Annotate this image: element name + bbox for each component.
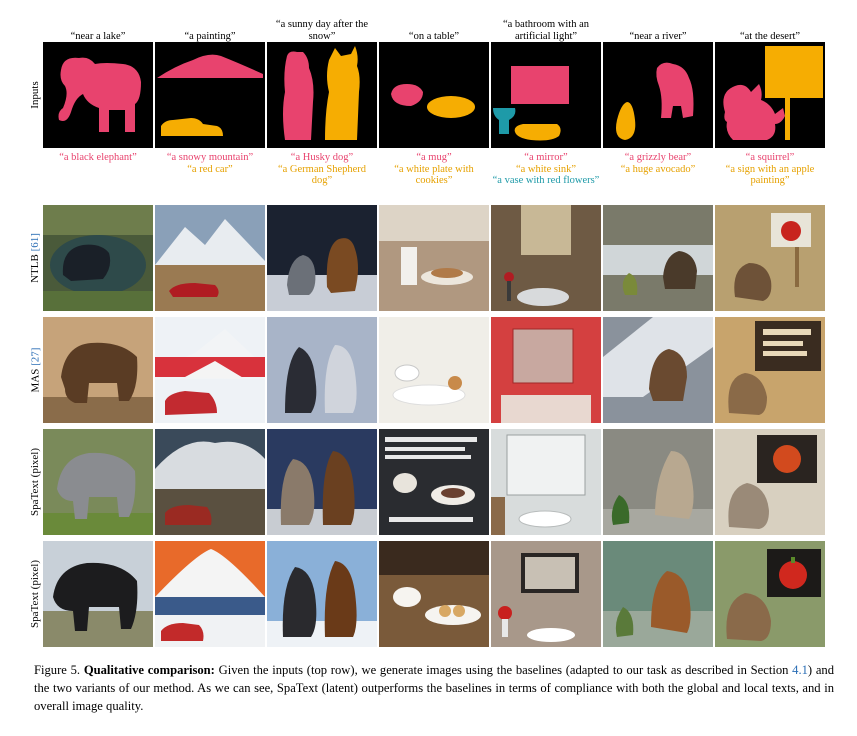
- column-title-3: “a sunny day after the snow”: [275, 19, 369, 42]
- local-prompt: “a red car”: [187, 163, 233, 175]
- local-prompt: “a white plate with cookies”: [394, 163, 474, 187]
- spatext-a-image-squirrel: [715, 429, 825, 535]
- local-prompt: “a German Shepherd dog”: [277, 163, 367, 187]
- local-prompts-2: “a snowy mountain” “a red car”: [155, 152, 265, 175]
- column-title-5: “a bathroom with an artificial light”: [502, 19, 589, 42]
- spatext-a-image-bear: [603, 429, 713, 535]
- spatext-a-image-dogs: [267, 429, 377, 535]
- local-prompt: “a snowy mountain”: [166, 152, 254, 163]
- input-mask-elephant: [43, 42, 153, 148]
- column-title-2: “a painting”: [184, 31, 236, 42]
- spatext-a-image-bathroom: [491, 429, 601, 535]
- row-label-ntlb: NTLB [61]: [29, 233, 41, 283]
- spatext-b-image-bear: [603, 541, 713, 647]
- mas-image-mountain: [155, 317, 265, 423]
- row-label-spatext-pixel-2: SpaText (pixel): [29, 560, 41, 628]
- input-mask-bear-avocado: [603, 42, 713, 148]
- spatext-b-image-mountain: [155, 541, 265, 647]
- local-prompt: “a huge avocado”: [620, 163, 696, 175]
- local-prompt: “a sign with an apple painting”: [725, 163, 815, 187]
- spatext-b-image-elephant: [43, 541, 153, 647]
- caption-text: Given the inputs (top row), we generate …: [214, 663, 793, 677]
- caption-section-ref[interactable]: 4.1: [792, 663, 808, 677]
- column-title-4: “on a table”: [408, 31, 460, 42]
- column-title-7: “at the desert”: [739, 31, 801, 42]
- mas-image-bear: [603, 317, 713, 423]
- local-prompt: “a vase with red flowers”: [492, 175, 600, 186]
- input-mask-mountain-car: [155, 42, 265, 148]
- row-label-mas: MAS [27]: [29, 347, 42, 393]
- row-label-inputs: Inputs: [29, 81, 41, 109]
- spatext-b-image-dogs: [267, 541, 377, 647]
- local-prompt: “a mirror”: [524, 152, 568, 163]
- spatext-b-image-mug: [379, 541, 489, 647]
- local-prompts-3: “a Husky dog” “a German Shepherd dog”: [267, 152, 377, 187]
- spatext-a-image-mountain: [155, 429, 265, 535]
- local-prompt: “a squirrel”: [745, 152, 795, 163]
- input-mask-bathroom: [491, 42, 601, 148]
- local-prompts-7: “a squirrel” “a sign with an apple paint…: [715, 152, 825, 187]
- local-prompts-6: “a grizzly bear” “a huge avocado”: [603, 152, 713, 175]
- spatext-b-image-squirrel: [715, 541, 825, 647]
- input-mask-squirrel-sign: [715, 42, 825, 148]
- ntlb-image-dogs: [267, 205, 377, 311]
- input-mask-dogs: [267, 42, 377, 148]
- local-prompts-4: “a mug” “a white plate with cookies”: [379, 152, 489, 187]
- ntlb-image-mountain: [155, 205, 265, 311]
- column-title-1: “near a lake”: [70, 31, 126, 42]
- mas-image-bathroom: [491, 317, 601, 423]
- ntlb-image-bathroom: [491, 205, 601, 311]
- spatext-a-image-elephant: [43, 429, 153, 535]
- ntlb-image-elephant: [43, 205, 153, 311]
- ntlb-image-mug: [379, 205, 489, 311]
- spatext-a-image-mug: [379, 429, 489, 535]
- local-prompt: “a black elephant”: [59, 152, 137, 163]
- local-prompt: “a Husky dog”: [290, 152, 354, 163]
- ntlb-image-squirrel: [715, 205, 825, 311]
- spatext-b-image-bathroom: [491, 541, 601, 647]
- local-prompt: “a white sink”: [515, 163, 577, 175]
- local-prompts-1: “a black elephant”: [43, 152, 153, 164]
- caption-figure-number: Figure 5.: [34, 663, 84, 677]
- mas-image-dogs: [267, 317, 377, 423]
- local-prompt: “a grizzly bear”: [624, 152, 692, 163]
- local-prompt: “a mug”: [416, 152, 452, 163]
- caption-bold-lead: Qualitative comparison:: [83, 663, 215, 677]
- mas-image-squirrel: [715, 317, 825, 423]
- input-mask-mug-plate: [379, 42, 489, 148]
- mas-image-elephant: [43, 317, 153, 423]
- ntlb-image-bear: [603, 205, 713, 311]
- mas-image-mug: [379, 317, 489, 423]
- caption-text-end: ) and the two variants of our method. As…: [34, 663, 835, 713]
- figure-caption: Figure 5. Qualitative comparison: Given …: [34, 661, 834, 715]
- local-prompts-5: “a mirror” “a white sink” “a vase with r…: [491, 152, 601, 187]
- row-label-spatext-pixel-1: SpaText (pixel): [29, 448, 41, 516]
- column-title-6: “near a river”: [629, 31, 687, 42]
